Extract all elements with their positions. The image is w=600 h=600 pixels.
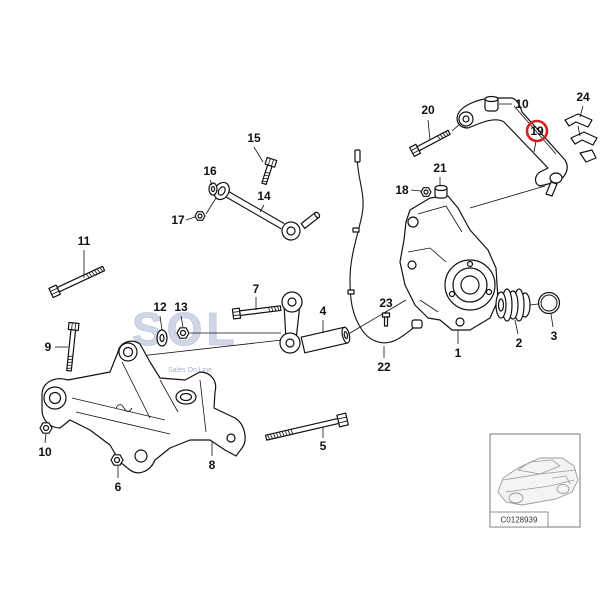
part-link-stud xyxy=(300,211,321,229)
car-icon xyxy=(497,457,579,506)
callout-14: 14 xyxy=(257,189,271,203)
callout-10-top: 10 xyxy=(515,97,529,111)
callout-20: 20 xyxy=(421,103,435,117)
part-abs-sensor-cable xyxy=(347,149,423,344)
callout-21: 21 xyxy=(433,161,447,175)
inset-vehicle-view: C0128939 xyxy=(489,433,581,528)
part-bolt-20 xyxy=(409,129,451,158)
part-bellows xyxy=(495,288,531,322)
callout-9: 9 xyxy=(45,340,52,354)
part-trailing-link xyxy=(213,181,301,241)
part-bolt-15 xyxy=(261,156,278,186)
part-bolt-11 xyxy=(48,265,106,299)
callout-17: 17 xyxy=(171,213,185,227)
callout-8: 8 xyxy=(209,458,216,472)
part-bushing-4 xyxy=(300,326,351,354)
callout-15: 15 xyxy=(247,131,261,145)
part-nut-17 xyxy=(194,211,206,221)
watermark-tagline: Sales On Line xyxy=(168,367,212,374)
callout-7: 7 xyxy=(253,282,260,296)
callout-4: 4 xyxy=(320,304,327,318)
part-bushing-10-bottom xyxy=(39,422,53,434)
callout-16: 16 xyxy=(203,164,217,178)
callouts: 20 10 24 19 15 16 14 17 18 21 11 7 12 13… xyxy=(38,90,590,494)
callout-10-bottom: 10 xyxy=(38,445,52,459)
part-clips xyxy=(564,113,598,163)
callout-3: 3 xyxy=(551,329,558,343)
part-toe-link xyxy=(279,291,303,354)
part-nut-13 xyxy=(176,327,190,339)
part-upper-control-arm xyxy=(456,97,568,197)
callout-1: 1 xyxy=(455,346,462,360)
part-washer-16 xyxy=(208,182,218,196)
callout-19: 19 xyxy=(530,124,544,138)
part-bushing-21 xyxy=(434,184,448,199)
part-bolt-9 xyxy=(66,321,80,372)
part-bolt-7 xyxy=(231,305,282,320)
callout-6: 6 xyxy=(115,480,122,494)
callout-23: 23 xyxy=(379,296,393,310)
leader-lines xyxy=(44,103,584,478)
assembly-lines xyxy=(139,122,546,357)
part-snap-ring xyxy=(537,291,561,315)
part-bolt-23 xyxy=(381,312,391,327)
part-subframe xyxy=(41,340,246,474)
part-bolt-5 xyxy=(264,412,349,441)
callout-13: 13 xyxy=(174,300,188,314)
inset-drawing-code: C0128939 xyxy=(501,516,538,525)
callout-18: 18 xyxy=(395,183,409,197)
callout-12: 12 xyxy=(153,300,167,314)
part-washer-12 xyxy=(156,329,168,347)
part-nut-18 xyxy=(420,187,432,197)
callout-11: 11 xyxy=(78,234,91,248)
part-wheel-carrier xyxy=(399,195,499,331)
callout-2: 2 xyxy=(516,336,523,350)
callout-5: 5 xyxy=(320,439,327,453)
part-nut-6 xyxy=(110,454,124,466)
part-arm-bushing-top xyxy=(484,95,499,112)
callout-24: 24 xyxy=(576,90,590,104)
callout-22: 22 xyxy=(377,360,391,374)
callout-19-highlight-ring xyxy=(525,119,549,143)
